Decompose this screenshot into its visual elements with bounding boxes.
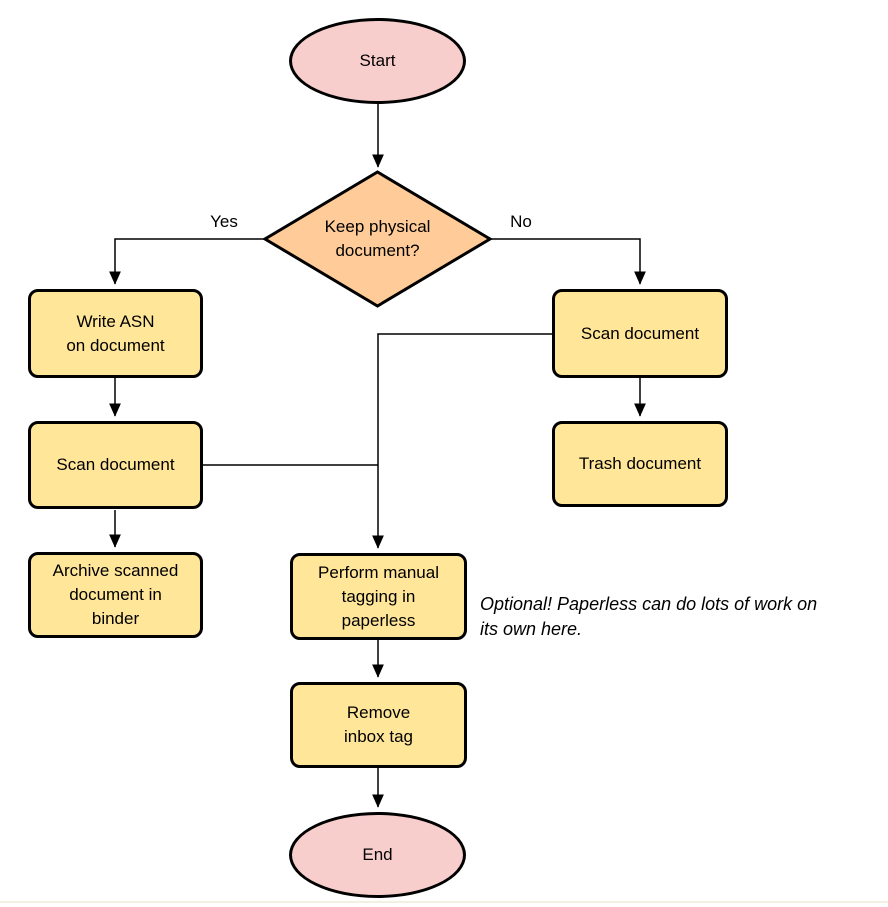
node-start-label: Start bbox=[359, 51, 396, 70]
edge-scan-right-tagging bbox=[372, 333, 552, 549]
node-manual-tagging-label: Perform manual tagging in paperless bbox=[318, 562, 439, 630]
edge-label-yes: Yes bbox=[210, 212, 238, 231]
decision-diamond-shape bbox=[262, 170, 493, 308]
node-end-label: End bbox=[362, 845, 393, 864]
node-decision: Keep physical document? bbox=[290, 205, 465, 273]
node-scan-document-right: Scan document bbox=[552, 289, 728, 378]
node-write-asn: Write ASN on document bbox=[28, 289, 203, 378]
node-end: End bbox=[289, 812, 466, 898]
node-archive-document-label: Archive scanned document in binder bbox=[52, 561, 179, 628]
edge-decision-write-asn-yes bbox=[109, 238, 265, 285]
node-remove-inbox-tag: Remove inbox tag bbox=[290, 682, 467, 768]
node-scan-document-left: Scan document bbox=[28, 421, 203, 509]
node-start: Start bbox=[289, 18, 466, 104]
edge-decision-scan-right-no bbox=[490, 238, 646, 285]
node-decision-label: Keep physical document? bbox=[324, 217, 431, 260]
node-manual-tagging: Perform manual tagging in paperless bbox=[290, 553, 467, 640]
edge-label-no: No bbox=[510, 212, 532, 231]
node-scan-document-right-label: Scan document bbox=[580, 323, 700, 343]
node-write-asn-label: Write ASN on document bbox=[66, 311, 165, 355]
node-scan-document-left-label: Scan document bbox=[56, 455, 175, 474]
node-archive-document: Archive scanned document in binder bbox=[28, 552, 203, 638]
node-trash-document-label: Trash document bbox=[578, 454, 702, 473]
page-bottom-divider bbox=[0, 901, 888, 903]
optional-note: Optional! Paperless can do lots of work … bbox=[480, 594, 818, 639]
node-trash-document: Trash document bbox=[552, 421, 728, 507]
node-remove-inbox-tag-label: Remove inbox tag bbox=[344, 703, 413, 746]
